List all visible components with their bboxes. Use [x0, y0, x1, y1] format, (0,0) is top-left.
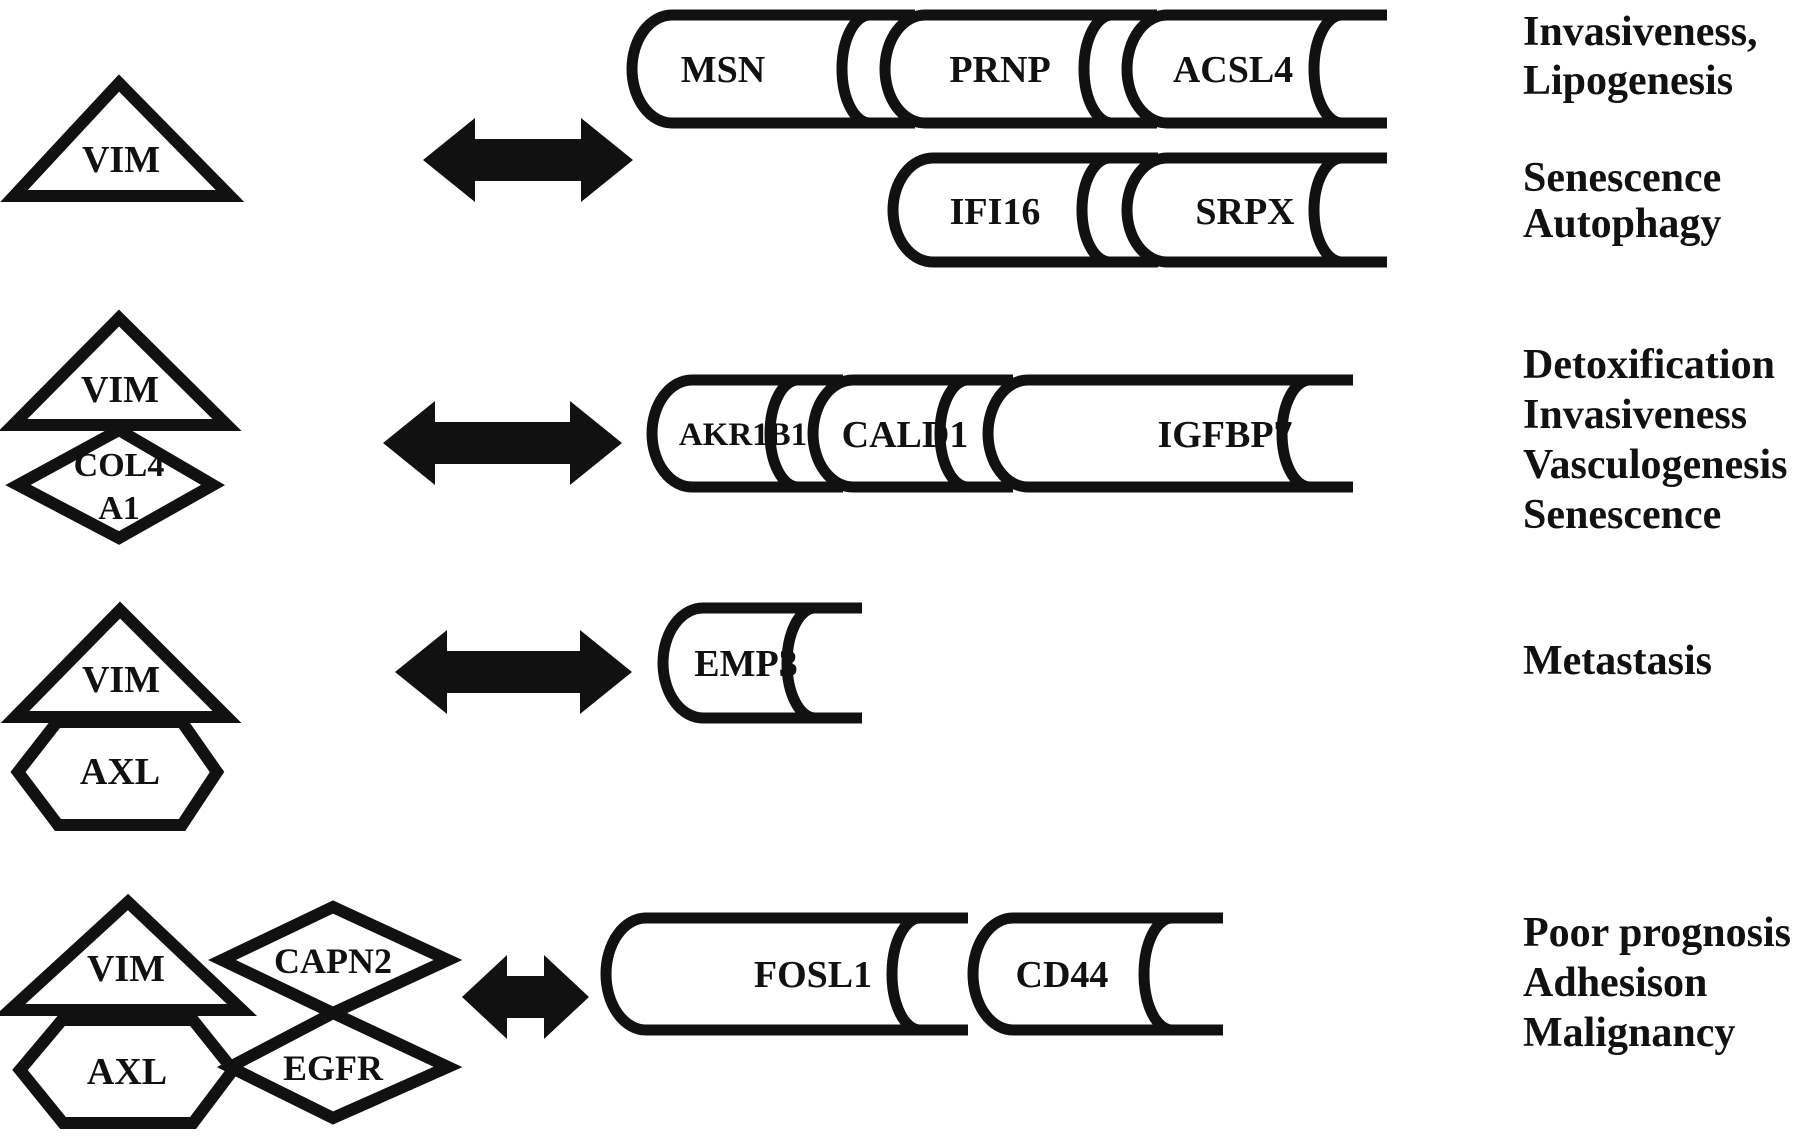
capn2-diamond-label: CAPN2	[274, 941, 392, 981]
gene-label-cd44: CD44	[1016, 954, 1109, 996]
gene-capsule-cald1-arc	[934, 374, 969, 493]
gene-capsule-msn	[626, 9, 915, 129]
gene-capsule-fosl1-arc	[886, 912, 921, 1036]
function-label-vasculogenesis: Vasculogenesis	[1523, 442, 1788, 488]
gene-label-msn: MSN	[681, 49, 765, 91]
egfr-diamond	[216, 1006, 463, 1125]
gene-capsule-cd44	[967, 912, 1223, 1036]
gene-capsule-prnp	[879, 9, 1157, 129]
gene-capsule-srpx-arc	[1308, 152, 1343, 268]
gene-capsule-msn-arc	[836, 9, 871, 129]
bidirectional-arrow	[423, 118, 633, 202]
bidirectional-arrow	[383, 401, 622, 485]
vim-triangle	[0, 74, 245, 202]
gene-label-igfbp7: IGFBP7	[1157, 414, 1292, 456]
col4a1-diamond	[5, 423, 226, 545]
gene-label-srpx: SRPX	[1195, 191, 1294, 233]
gene-label-emp3: EMP3	[694, 643, 797, 685]
row-4: VIM AXL CAPN2 EGFR FOSL1 CD44 Poor progn…	[0, 893, 1791, 1129]
row-3: VIM AXL EMP3 Metastasis	[0, 601, 1712, 831]
vim-triangle-label: VIM	[87, 948, 165, 990]
gene-capsule-ifi16	[887, 152, 1158, 268]
axl-hexagon-label: AXL	[87, 1051, 167, 1093]
function-label-adhesison: Adhesison	[1523, 960, 1707, 1006]
gene-capsule-prnp-arc	[1078, 9, 1113, 129]
gene-label-prnp: PRNP	[949, 49, 1050, 91]
function-label-invasiveness: Invasiveness,	[1523, 9, 1758, 55]
gene-capsule-igfbp7	[982, 374, 1353, 493]
gene-label-fosl1: FOSL1	[754, 954, 872, 996]
vim-triangle-label: VIM	[82, 139, 160, 181]
row-1: VIM MSN PRNP ACSL4 IFI16 SRPX Invasivene…	[0, 9, 1758, 268]
col4a1-label-line1: COL4	[74, 447, 165, 484]
gene-label-akr1b1: AKR1B1	[679, 417, 807, 453]
gene-label-cald1: CALD1	[842, 414, 969, 456]
axl-hexagon-label: AXL	[80, 751, 160, 793]
gene-label-ifi16: IFI16	[950, 191, 1041, 233]
gene-capsule-akr1b1	[646, 374, 843, 493]
gene-capsule-cald1	[807, 374, 1013, 493]
function-label-senescence-1: Senescence	[1523, 155, 1721, 201]
gene-capsule-acsl4-arc	[1308, 9, 1343, 129]
col4a1-label-line2: A1	[98, 490, 140, 527]
function-label-senescence-2: Senescence	[1523, 492, 1721, 538]
gene-capsule-fosl1	[600, 912, 968, 1036]
function-label-metastasis: Metastasis	[1523, 638, 1712, 684]
axl-hexagon	[10, 716, 225, 831]
axl-hexagon	[12, 1014, 241, 1129]
gene-capsule-igfbp7-arc	[1276, 374, 1311, 493]
function-label-malignancy: Malignancy	[1523, 1010, 1735, 1056]
gene-capsule-ifi16-arc	[1076, 152, 1111, 268]
gene-capsule-emp3-arc	[781, 602, 816, 724]
function-label-lipogenesis: Lipogenesis	[1523, 58, 1733, 104]
bidirectional-arrow	[395, 630, 632, 714]
gene-capsule-akr1b1-arc	[764, 374, 799, 493]
function-label-detoxification: Detoxification	[1523, 342, 1775, 388]
vim-triangle-label: VIM	[81, 369, 159, 411]
gene-capsule-srpx	[1121, 152, 1387, 268]
row-2: VIM COL4 A1 AKR1B1 CALD1 IGFBP7 Detoxifi…	[0, 309, 1788, 545]
function-label-poor-prognosis: Poor prognosis	[1523, 910, 1791, 956]
gene-label-acsl4: ACSL4	[1173, 49, 1293, 91]
egfr-diamond-label: EGFR	[283, 1048, 384, 1088]
bidirectional-arrow	[462, 955, 589, 1039]
function-label-autophagy: Autophagy	[1523, 201, 1721, 247]
vim-triangle	[0, 893, 258, 1016]
vim-triangle-label: VIM	[82, 659, 160, 701]
gene-capsule-cd44-arc	[1138, 912, 1173, 1036]
function-label-invasiveness-2: Invasiveness	[1523, 392, 1747, 438]
gene-capsule-emp3	[657, 602, 862, 724]
gene-capsule-acsl4	[1121, 9, 1387, 129]
